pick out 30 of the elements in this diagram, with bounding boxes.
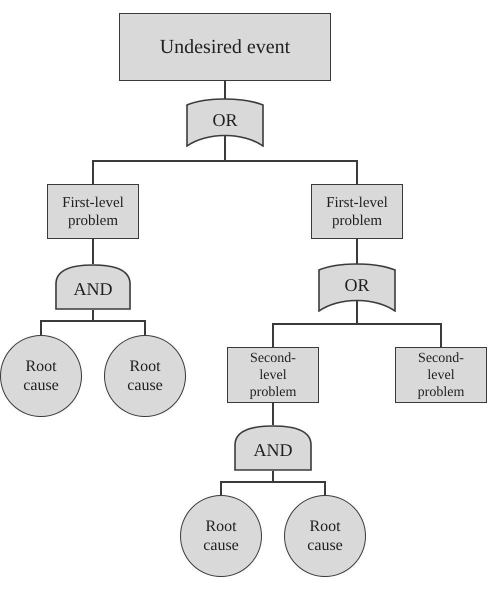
node-label: Undesired event <box>160 35 290 59</box>
connector-line <box>272 471 326 495</box>
and-gate <box>55 264 131 310</box>
node-label: AND <box>254 440 292 460</box>
connector-line <box>224 81 226 99</box>
or-gate <box>186 98 264 147</box>
connector-line <box>356 312 442 347</box>
node-label: OR <box>212 110 238 130</box>
connector-line <box>356 239 358 264</box>
connector-line <box>224 147 358 184</box>
or-gate <box>318 263 396 312</box>
node-label: Second-level problem <box>416 350 466 400</box>
node-label: OR <box>344 274 370 294</box>
problem-box <box>47 184 139 239</box>
connector-line <box>92 310 146 335</box>
node-label: Second-level problem <box>248 350 298 400</box>
node-label: First-level problem <box>325 194 389 230</box>
event-box <box>119 13 331 81</box>
problem-box <box>395 347 487 403</box>
node-label: First-level problem <box>61 194 125 230</box>
and-gate <box>234 425 312 471</box>
node-label: AND <box>74 279 112 299</box>
connector-line <box>92 239 94 264</box>
node-label: Root cause <box>306 517 344 555</box>
problem-box <box>227 347 319 403</box>
problem-box <box>311 184 403 239</box>
node-label: Root cause <box>126 357 164 395</box>
connector-line <box>272 403 274 425</box>
node-label: Root cause <box>22 357 60 395</box>
node-label: Root cause <box>202 517 240 555</box>
